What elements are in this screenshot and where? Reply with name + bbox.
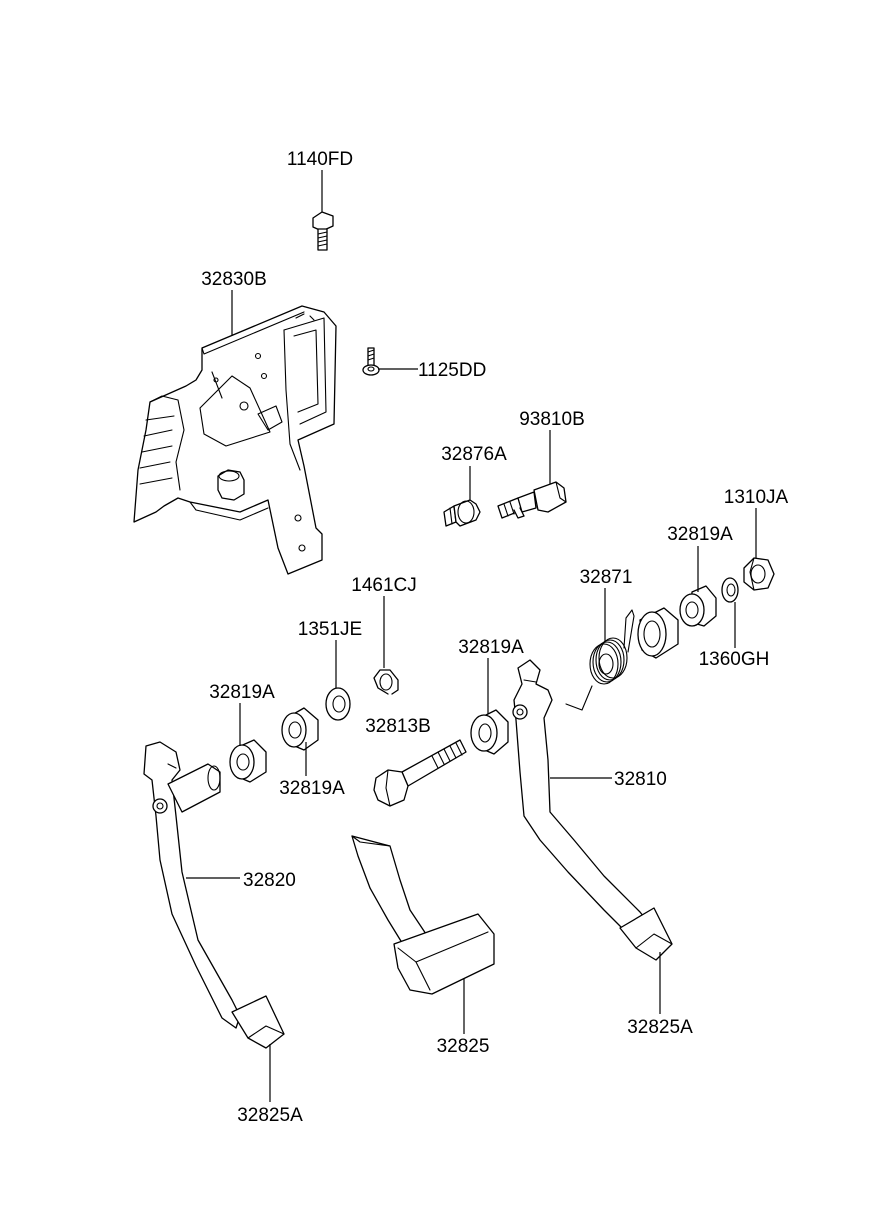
switch-93810b[interactable] [497,481,567,519]
callout-32820: 32820 [243,870,296,891]
callout-labels: 1140FD 32830B 1125DD 93810B 32876A 1310J… [201,149,788,1126]
bush-left-upper-32819a[interactable] [281,707,319,751]
bolt-1140fd[interactable] [312,211,334,251]
collar[interactable] [637,607,679,659]
return-spring-32871[interactable] [565,609,635,711]
leader-lines [186,170,757,1102]
bush-right-32819a[interactable] [679,585,717,627]
clutch-pedal-32820[interactable] [143,741,285,1049]
center-pedal-32825[interactable] [351,835,495,995]
washer-1351je[interactable] [325,687,351,721]
callout-93810b: 93810B [519,409,585,430]
callout-32813b: 32813B [365,716,431,737]
clip-1461cj[interactable] [373,669,399,695]
callout-32830b: 32830B [201,269,267,290]
callout-32825a-right: 32825A [627,1017,693,1038]
callout-32819a-right: 32819A [667,524,733,545]
callout-1351je: 1351JE [298,619,362,640]
callout-1461cj: 1461CJ [351,575,417,596]
callout-32810: 32810 [614,769,667,790]
callout-1310ja: 1310JA [724,487,789,508]
bush-left-lower-32819a[interactable] [229,739,267,783]
bolt-32813b[interactable] [373,739,467,807]
callout-32819a-left-upper: 32819A [209,682,275,703]
bracket-32830b[interactable] [133,305,337,575]
stopper-32876a[interactable] [443,499,481,527]
callout-32871: 32871 [580,567,633,588]
callout-32876a: 32876A [441,444,507,465]
callout-32825: 32825 [437,1036,490,1057]
brake-pedal-32810[interactable] [512,659,673,961]
callout-32825a-left: 32825A [237,1105,303,1126]
callout-1125dd: 1125DD [418,360,486,381]
callout-1140fd: 1140FD [287,149,353,170]
callout-32819a-left-lower: 32819A [279,778,345,799]
callout-1360gh: 1360GH [699,649,770,670]
washer-1360gh[interactable] [721,577,739,603]
nut-1310ja[interactable] [743,557,775,591]
screw-1125dd[interactable] [362,347,380,376]
callout-32819a-center: 32819A [458,637,524,658]
bush-center-32819a[interactable] [470,709,509,755]
